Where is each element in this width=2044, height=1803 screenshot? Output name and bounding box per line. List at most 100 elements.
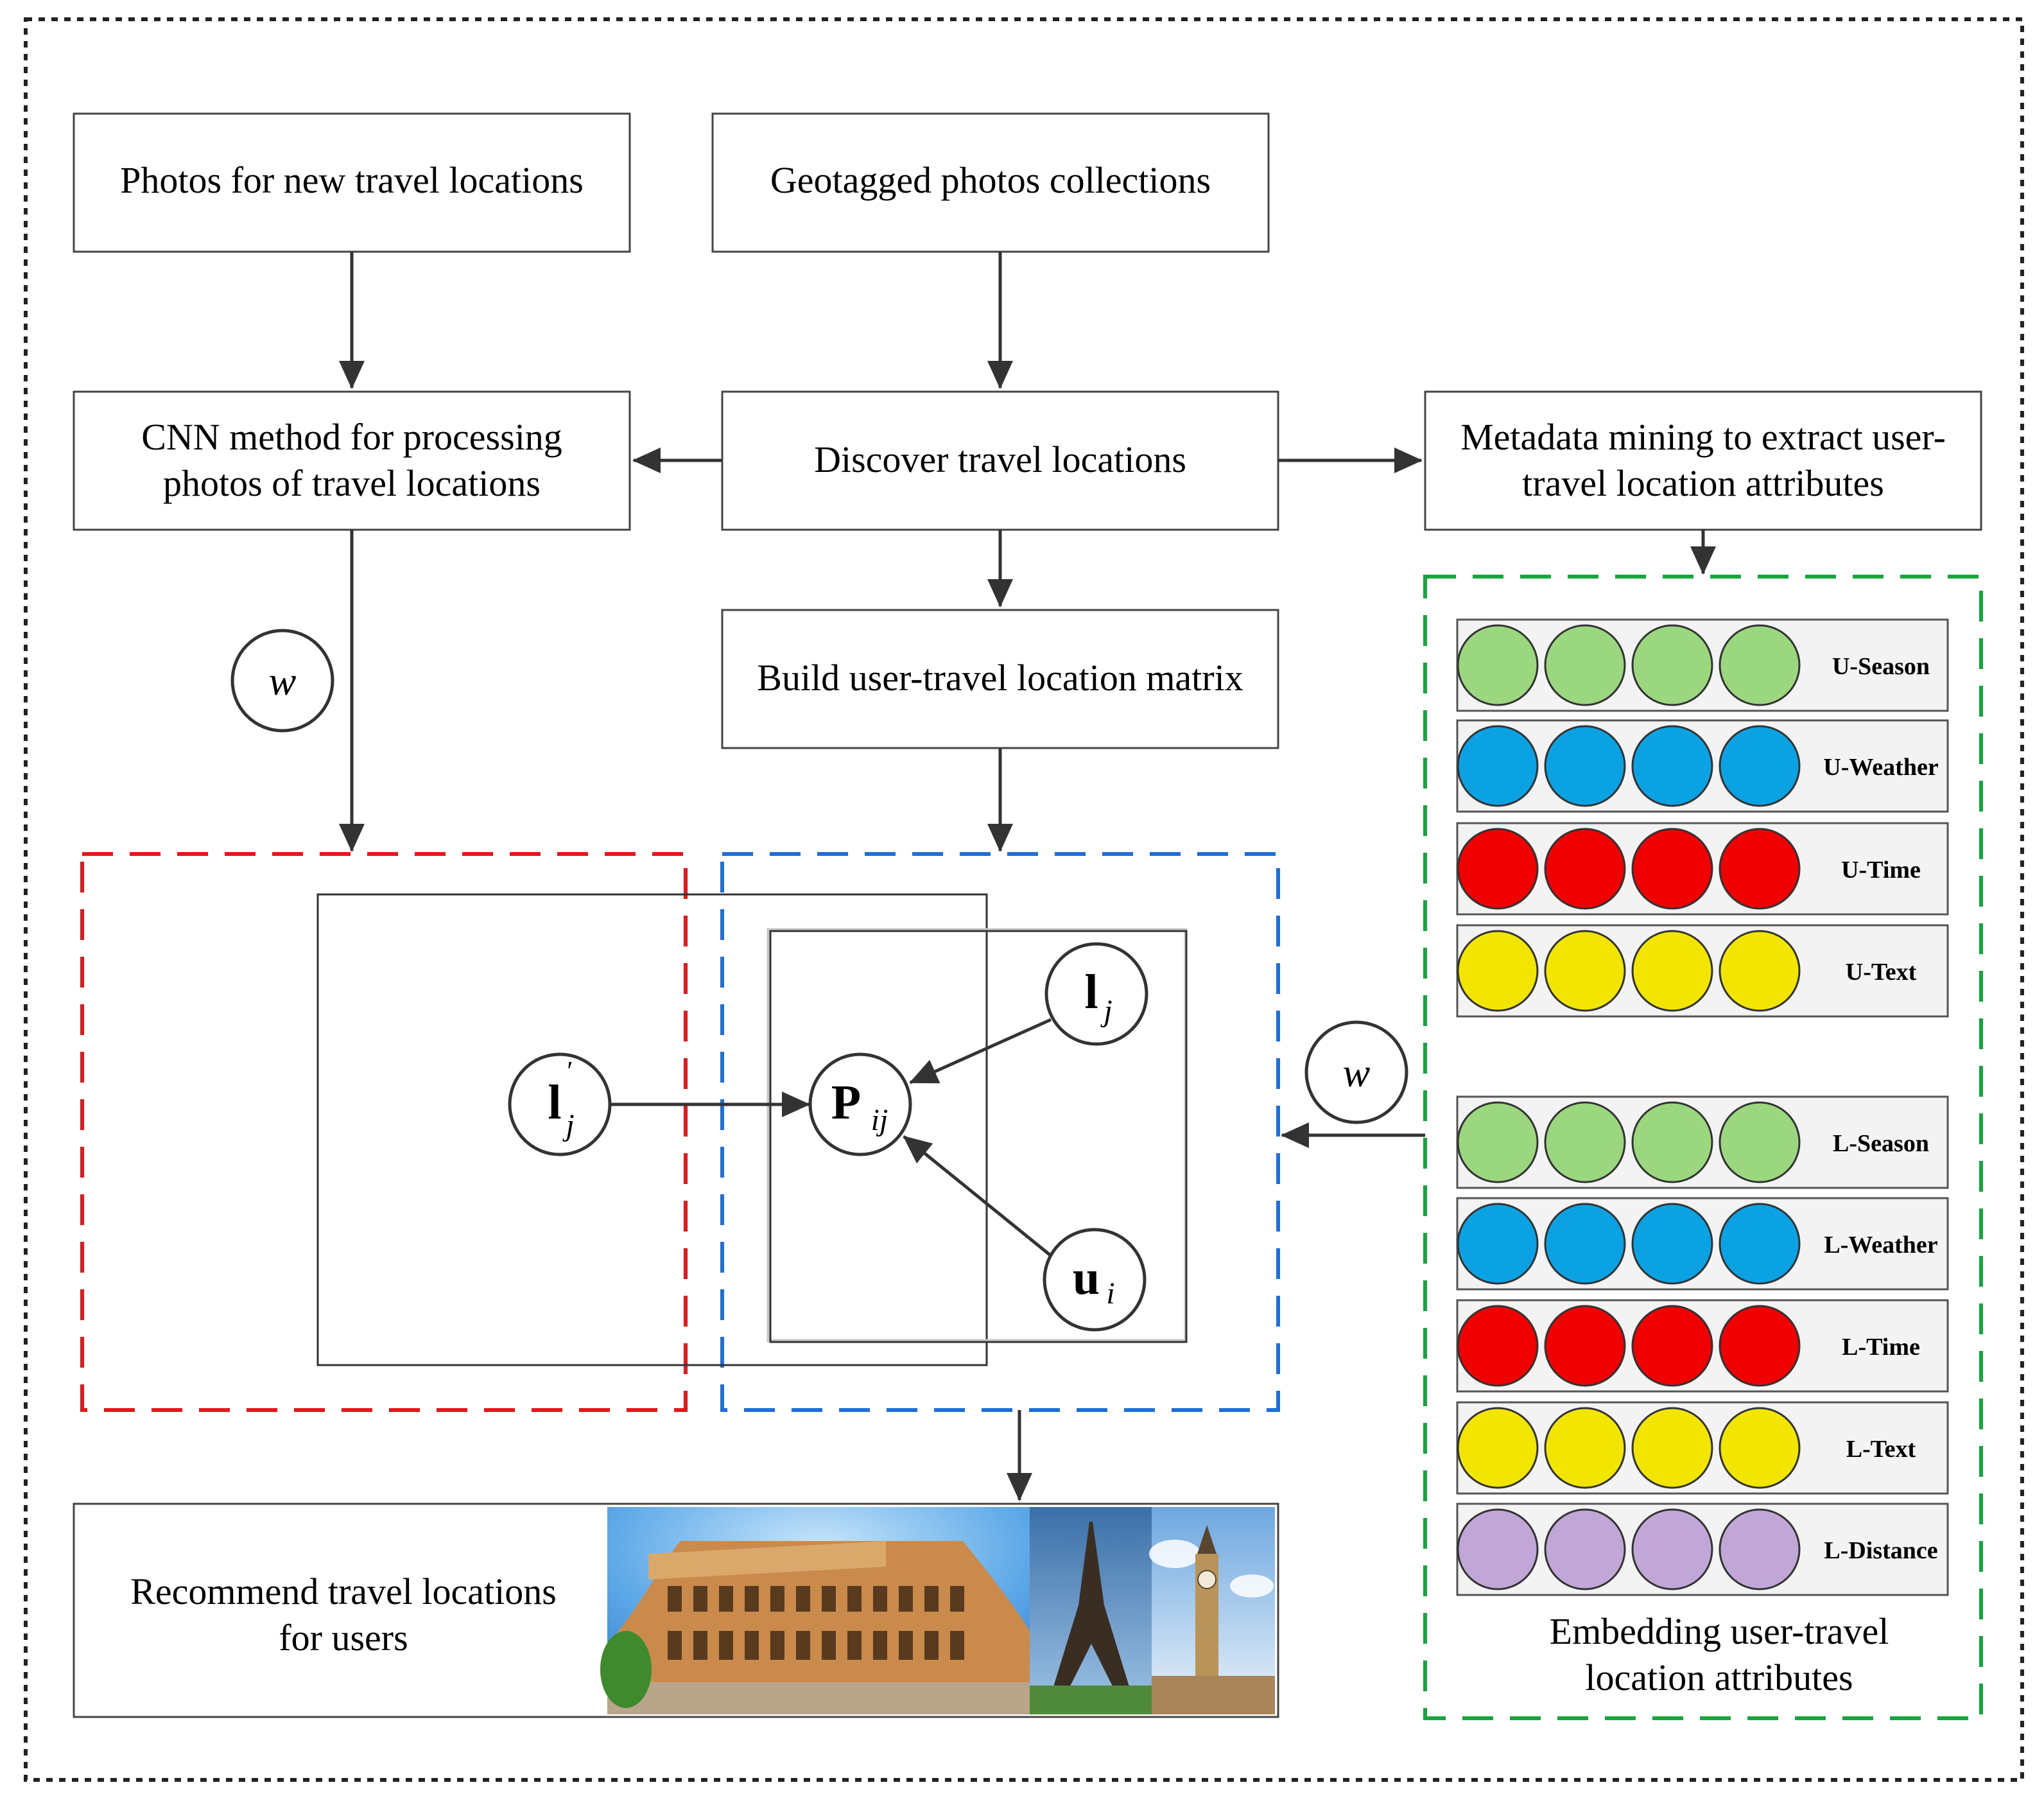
colosseum-photo xyxy=(600,1507,1030,1714)
flow-arrows xyxy=(339,252,1716,1501)
user-attr-u-weather-label: U-Weather xyxy=(1823,754,1939,781)
user-attr-u-text-node xyxy=(1719,930,1801,1012)
embedding-rows: U-SeasonU-WeatherU-TimeU-TextL-SeasonL-W… xyxy=(1456,618,1949,1596)
user-attr-u-weather-node xyxy=(1719,725,1801,807)
build-matrix-box: Build user-travel location matrix xyxy=(721,609,1279,749)
recommend-label-line2: for users xyxy=(279,1617,408,1659)
model-edges xyxy=(611,1018,1054,1259)
user-attr-u-season-label: U-Season xyxy=(1832,653,1930,680)
landmark-photos xyxy=(600,1507,1275,1714)
location-attr-l-weather-node xyxy=(1544,1203,1626,1285)
user-attr-u-time-node xyxy=(1457,828,1539,910)
location-attr-l-text-node xyxy=(1457,1407,1539,1489)
node-p-sub: ij xyxy=(871,1103,888,1137)
location-attr-l-distance-node xyxy=(1631,1508,1713,1590)
plate-outer xyxy=(316,893,988,1366)
discover-box: Discover travel locations xyxy=(721,390,1279,531)
user-attr-u-weather-row: U-Weather xyxy=(1456,719,1949,813)
location-attr-l-distance-node xyxy=(1457,1508,1539,1590)
user-attr-u-text-node xyxy=(1457,930,1539,1012)
discover-label: Discover travel locations xyxy=(814,439,1186,480)
node-l-prime-main: l xyxy=(548,1076,561,1129)
cnn-label-line2: photos of travel locations xyxy=(163,462,541,504)
user-attr-u-time-label: U-Time xyxy=(1841,857,1921,884)
green-dashed-frame xyxy=(1423,575,1983,1720)
plate-inner xyxy=(769,930,1188,1343)
location-attr-l-text-node xyxy=(1719,1407,1801,1489)
location-attr-l-weather-label: L-Weather xyxy=(1824,1232,1937,1259)
red-dashed-frame xyxy=(80,852,688,1412)
user-attr-u-text-row: U-Text xyxy=(1456,924,1949,1018)
user-attr-u-text-node xyxy=(1544,930,1626,1012)
node-u-main: u xyxy=(1073,1251,1100,1305)
photos-new-box: Photos for new travel locations xyxy=(73,112,631,253)
user-attr-u-weather-node xyxy=(1457,725,1539,807)
location-attr-l-weather-node xyxy=(1631,1203,1713,1285)
metadata-label-line1: Metadata mining to extract user- xyxy=(1460,416,1946,458)
user-attr-u-season-node xyxy=(1719,624,1801,706)
location-attr-l-weather-row: L-Weather xyxy=(1456,1197,1949,1291)
outer-frame xyxy=(24,17,2024,1782)
location-attr-l-text-label: L-Text xyxy=(1846,1436,1916,1463)
cnn-label-line1: CNN method for processing xyxy=(141,416,562,458)
weight-left-label: w xyxy=(269,658,297,704)
edge-u-to-p xyxy=(903,1135,1054,1259)
location-attr-l-time-node xyxy=(1544,1305,1626,1387)
blue-dashed-frame xyxy=(720,852,1280,1412)
user-attr-u-time-node xyxy=(1544,828,1626,910)
location-attr-l-distance-label: L-Distance xyxy=(1824,1537,1937,1564)
node-l-main: l xyxy=(1084,965,1098,1019)
location-attr-l-distance-row: L-Distance xyxy=(1456,1503,1949,1596)
location-attr-l-text-node xyxy=(1544,1407,1626,1489)
big-ben-photo xyxy=(1149,1507,1275,1714)
location-attr-l-season-node xyxy=(1457,1101,1539,1183)
photos-new-label: Photos for new travel locations xyxy=(120,159,584,201)
location-attr-l-text-row: L-Text xyxy=(1456,1401,1949,1495)
location-attr-l-season-row: L-Season xyxy=(1456,1095,1949,1189)
edge-l-to-p xyxy=(909,1018,1052,1084)
user-attr-u-text-node xyxy=(1631,930,1713,1012)
weight-circle-left: w xyxy=(230,629,334,733)
location-attr-l-season-label: L-Season xyxy=(1833,1130,1929,1157)
location-attr-l-weather-node xyxy=(1719,1203,1801,1285)
cnn-box: CNN method for processing photos of trav… xyxy=(73,390,631,531)
node-l-prime: l ′ j xyxy=(508,1052,612,1156)
build-matrix-label: Build user-travel location matrix xyxy=(757,657,1243,699)
user-attr-u-season-node xyxy=(1631,624,1713,706)
node-l-prime-sup: ′ xyxy=(567,1057,573,1086)
user-attr-u-season-node xyxy=(1544,624,1626,706)
location-attr-l-season-node xyxy=(1719,1101,1801,1183)
location-attr-l-season-node xyxy=(1544,1101,1626,1183)
location-attr-l-distance-node xyxy=(1719,1508,1801,1590)
user-attr-u-time-row: U-Time xyxy=(1456,822,1949,916)
location-attr-l-text-node xyxy=(1631,1407,1713,1489)
user-attr-u-text-label: U-Text xyxy=(1846,959,1917,986)
metadata-box: Metadata mining to extract user- travel … xyxy=(1424,390,1982,531)
weight-circle-right: w xyxy=(1304,1020,1408,1124)
user-attr-u-time-node xyxy=(1631,828,1713,910)
embedding-caption-line2: location attributes xyxy=(1585,1657,1853,1698)
user-attr-u-weather-node xyxy=(1544,725,1626,807)
node-p: P ij xyxy=(808,1052,912,1156)
recommend-label-line1: Recommend travel locations xyxy=(130,1571,557,1612)
location-attr-l-distance-node xyxy=(1544,1508,1626,1590)
weight-right-label: w xyxy=(1343,1050,1371,1095)
user-attr-u-time-node xyxy=(1719,828,1801,910)
eiffel-tower-photo xyxy=(1030,1507,1152,1714)
geotagged-label: Geotagged photos collections xyxy=(770,159,1211,201)
location-attr-l-time-node xyxy=(1457,1305,1539,1387)
location-attr-l-time-label: L-Time xyxy=(1842,1334,1920,1361)
user-attr-u-weather-node xyxy=(1631,725,1713,807)
geotagged-box: Geotagged photos collections xyxy=(711,112,1270,253)
user-attr-u-season-row: U-Season xyxy=(1456,618,1949,712)
node-u-sub: i xyxy=(1106,1276,1114,1311)
node-l: l j xyxy=(1044,942,1148,1046)
node-p-main: P xyxy=(831,1076,861,1129)
location-attr-l-season-node xyxy=(1631,1101,1713,1183)
location-attr-l-time-node xyxy=(1631,1305,1713,1387)
location-attr-l-time-row: L-Time xyxy=(1456,1299,1949,1393)
metadata-label-line2: travel location attributes xyxy=(1522,462,1884,504)
location-attr-l-weather-node xyxy=(1457,1203,1539,1285)
